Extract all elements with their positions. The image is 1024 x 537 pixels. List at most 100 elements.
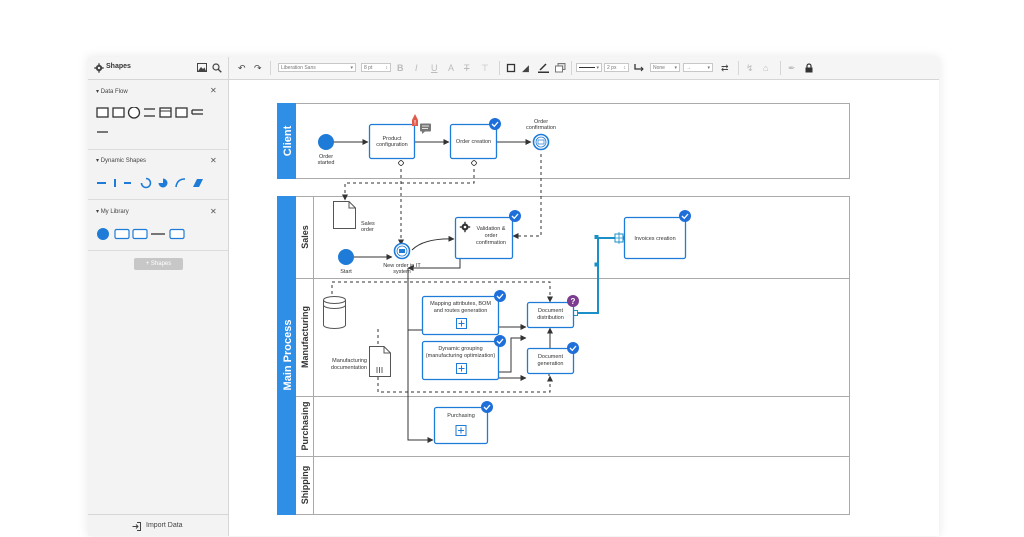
text-color-icon[interactable]: A (448, 63, 455, 73)
library-start-event[interactable] (97, 228, 109, 240)
italic-icon[interactable]: I (415, 63, 418, 73)
order-creation-task[interactable] (449, 123, 498, 160)
section-title-data-flow[interactable]: ▾ Data Flow (96, 89, 128, 95)
close-icon[interactable]: ✕ (210, 86, 217, 95)
wrench-icon[interactable]: ✒ (788, 63, 796, 73)
undo-icon[interactable]: ↶ (238, 63, 246, 73)
line-style-select[interactable]: ▾ (576, 63, 602, 72)
document-generation-task[interactable] (526, 347, 575, 375)
bold-icon[interactable]: B (397, 63, 404, 73)
lightning-icon[interactable]: ↯ (746, 63, 754, 73)
dynamic-line-shape[interactable] (97, 182, 106, 184)
mapping-task[interactable] (421, 295, 500, 336)
checkmark-badge-icon (494, 290, 506, 302)
toolbar-divider (571, 61, 572, 75)
close-icon[interactable]: ✕ (210, 207, 217, 216)
line-style-icon (579, 67, 595, 69)
search-icon[interactable] (212, 63, 222, 73)
stepper-icon: ↕ (385, 65, 389, 71)
app-window: Shapes ↶ ↷ Liberation Sans▾ 8 pt↕ B I U … (88, 57, 939, 536)
lock-icon[interactable] (805, 63, 813, 73)
line-start-select[interactable]: None▾ (650, 63, 680, 72)
expand-subprocess-icon[interactable] (456, 363, 467, 374)
pool-client[interactable]: Client (277, 103, 850, 179)
line-start-value: None (653, 65, 665, 71)
product-configuration-task[interactable] (368, 123, 416, 160)
pen-icon[interactable] (538, 62, 549, 73)
dynamic-dash-shape[interactable] (124, 182, 131, 184)
order-started-event[interactable] (318, 134, 334, 150)
section-label: Dynamic Shapes (100, 158, 147, 164)
dynamic-wedge-shape[interactable] (193, 179, 203, 187)
rect-shape[interactable] (112, 107, 125, 118)
underline-icon[interactable]: U (431, 63, 438, 73)
section-title-dynamic-shapes[interactable]: ▾ Dynamic Shapes (96, 158, 147, 164)
start-event[interactable] (338, 249, 354, 265)
toolbar: Shapes ↶ ↷ Liberation Sans▾ 8 pt↕ B I U … (88, 57, 939, 80)
line-width-select[interactable]: 2 px↕ (604, 63, 629, 72)
strikethrough-icon[interactable]: T (464, 63, 470, 73)
dynamic-bar-shape[interactable] (114, 179, 116, 187)
dynamic-pie-shape[interactable] (158, 178, 168, 188)
swap-icon[interactable]: ⇄ (721, 63, 729, 73)
library-shapes (97, 228, 185, 240)
external-shape[interactable] (175, 107, 188, 118)
shadow-icon[interactable] (555, 63, 566, 73)
manufacturing-documentation-doc[interactable] (369, 346, 391, 377)
chevron-down-icon: ▾ (350, 65, 353, 71)
process-shape[interactable] (96, 107, 109, 118)
connector-icon[interactable] (634, 63, 644, 73)
gear-icon[interactable] (94, 63, 104, 73)
section-title-my-library[interactable]: ▾ My Library (96, 209, 129, 215)
diagram-canvas[interactable]: Client Main Process Sales Manufacturing … (229, 80, 939, 536)
alert-badge[interactable]: ! (412, 114, 418, 127)
expand-subprocess-icon[interactable] (456, 318, 467, 329)
dynamic-grouping-task[interactable] (421, 340, 500, 381)
dynamic-arc-shape[interactable] (140, 177, 152, 189)
font-select[interactable]: Liberation Sans▾ (278, 63, 356, 72)
document-distribution-task[interactable] (526, 301, 575, 329)
sales-order-document[interactable] (333, 201, 356, 229)
move-handle-icon[interactable] (613, 232, 625, 244)
checkmark-badge-icon (679, 210, 691, 222)
fill-bucket-icon[interactable]: ◢ (522, 63, 529, 73)
library-task[interactable] (114, 228, 130, 240)
database-store[interactable] (323, 296, 346, 329)
validation-task[interactable] (454, 216, 514, 260)
section-label: Data Flow (100, 89, 128, 95)
store-shape[interactable] (159, 107, 172, 118)
question-icon[interactable]: ? (567, 295, 579, 307)
new-order-event[interactable] (393, 242, 411, 260)
library-task-3[interactable] (169, 228, 185, 240)
section-divider (88, 250, 228, 251)
lane-purchasing-label: Purchasing (300, 401, 310, 450)
font-size-select[interactable]: 8 pt↕ (361, 63, 391, 72)
fill-icon[interactable] (506, 63, 516, 73)
expand-subprocess-icon[interactable] (455, 425, 467, 436)
text-align-icon[interactable]: ⊤ (481, 63, 489, 73)
line-end-select[interactable]: →▾ (683, 63, 713, 72)
circle-shape[interactable] (127, 107, 141, 119)
comment-icon[interactable] (420, 123, 431, 135)
import-data-button[interactable]: Import Data (88, 514, 228, 537)
lane-sales-label: Sales (300, 225, 310, 249)
lane-manufacturing-label: Manufacturing (300, 306, 310, 368)
toolbar-divider (738, 61, 739, 75)
dynamic-curve-shape[interactable] (175, 178, 186, 188)
add-shapes-button[interactable]: + Shapes (134, 258, 183, 270)
order-confirmation-event[interactable] (532, 133, 550, 151)
chevron-down-icon: ▾ (707, 65, 710, 71)
home-icon[interactable]: ⌂ (763, 63, 769, 73)
close-icon[interactable]: ✕ (210, 156, 217, 165)
dynamic-shapes (97, 177, 203, 189)
image-icon[interactable] (197, 63, 207, 72)
checkmark-badge-icon (481, 401, 493, 413)
library-task-2[interactable] (132, 228, 148, 240)
plus-icon: + (145, 261, 150, 267)
redo-icon[interactable]: ↷ (254, 63, 262, 73)
data-flow-shapes (96, 107, 203, 133)
section-label: My Library (100, 209, 129, 215)
